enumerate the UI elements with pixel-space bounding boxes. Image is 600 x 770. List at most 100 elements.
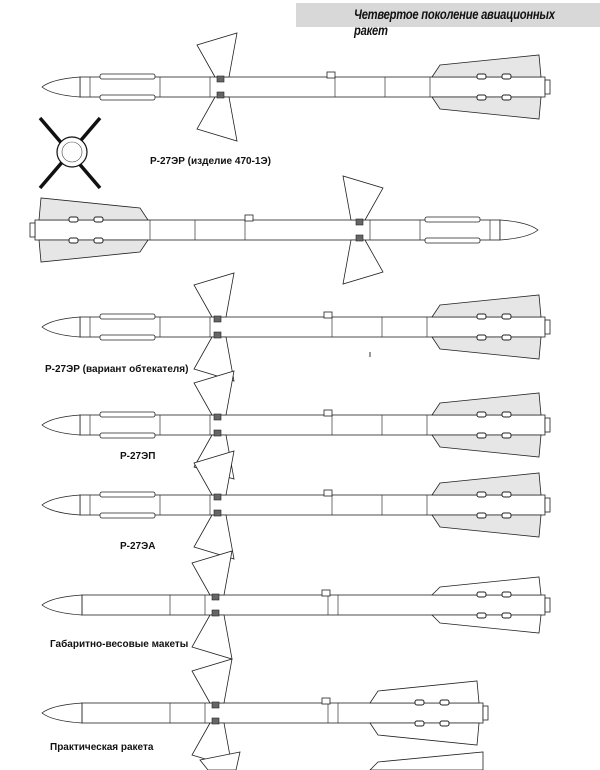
tail-fin-top (431, 576, 542, 596)
actuator (476, 411, 487, 418)
missile-body (79, 414, 546, 436)
wing-hinge (216, 75, 225, 83)
actuator (501, 411, 512, 418)
tail-fin-top (431, 472, 542, 496)
strake (99, 491, 156, 498)
missile-body (79, 494, 546, 516)
wing-bottom (193, 336, 235, 382)
actuator (476, 512, 487, 519)
caption-r27er: Р-27ЭР (изделие 470-1Э) (150, 156, 271, 167)
actuator (439, 699, 450, 706)
tail-fin-top (369, 680, 480, 704)
missile (41, 450, 551, 560)
nozzle (544, 597, 551, 613)
tail-fin-top (431, 54, 542, 78)
strake (99, 411, 156, 418)
missile-body (81, 594, 546, 616)
actuator (476, 591, 487, 598)
missile (41, 32, 551, 142)
wing-hinge (216, 91, 225, 99)
actuator (501, 73, 512, 80)
tail-fin-top (38, 197, 149, 221)
wing-hinge (213, 315, 222, 323)
missile (41, 370, 551, 480)
actuator (476, 94, 487, 101)
antenna (323, 311, 333, 319)
nozzle (544, 497, 551, 513)
wing-hinge (213, 429, 222, 437)
wing-hinge (213, 493, 222, 501)
wing-top (196, 32, 238, 78)
body-cross-section (56, 136, 88, 168)
actuator (476, 313, 487, 320)
nozzle (29, 222, 36, 238)
actuator (501, 313, 512, 320)
caption-mockups: Габаритно-весовые макеты (50, 639, 189, 650)
nozzle (544, 319, 551, 335)
wing-top (191, 658, 233, 704)
tail-fin-top (431, 294, 542, 318)
wing-hinge (211, 593, 220, 601)
wing-bottom (193, 514, 235, 560)
tail-fin-bottom (431, 434, 542, 458)
actuator (501, 94, 512, 101)
front-view (38, 116, 102, 190)
tail-fin-bottom (431, 96, 542, 120)
wing-hinge (355, 234, 364, 242)
wing-top (193, 450, 235, 496)
missile-nose (41, 702, 83, 724)
actuator (414, 699, 425, 706)
actuator (68, 237, 79, 244)
missile-body (79, 76, 546, 98)
actuator (501, 512, 512, 519)
wing-hinge (211, 609, 220, 617)
tail-fin-bottom (38, 239, 149, 263)
strake (99, 94, 156, 101)
actuator (476, 491, 487, 498)
missile (29, 175, 539, 285)
wing-bottom (196, 96, 238, 142)
actuator (68, 216, 79, 223)
actuator (476, 73, 487, 80)
caption-r27er-fairing: Р-27ЭР (вариант обтекателя) (45, 364, 189, 375)
caption-r27ea: Р-27ЭА (120, 541, 156, 552)
body-inner-ring (61, 141, 83, 163)
header-title: Четвертое поколение авиационных ракет (354, 6, 555, 38)
strake (99, 432, 156, 439)
tail-fin-bottom (431, 336, 542, 360)
nozzle (482, 705, 489, 721)
strake (99, 334, 156, 341)
nozzle (544, 79, 551, 95)
strake (424, 216, 481, 223)
actuator (93, 216, 104, 223)
wing-hinge (213, 331, 222, 339)
antenna (321, 697, 331, 705)
wing-top (342, 175, 384, 221)
actuator (501, 491, 512, 498)
missile-nose (41, 414, 81, 436)
strake (99, 512, 156, 519)
tail-fin-bottom (431, 614, 542, 634)
missile (41, 658, 489, 768)
wing-bottom (191, 614, 233, 660)
wing-hinge (355, 218, 364, 226)
missile-nose (41, 76, 81, 98)
missile-body (34, 219, 501, 241)
strake (99, 313, 156, 320)
actuator (501, 591, 512, 598)
wing-hinge (211, 701, 220, 709)
actuator (476, 334, 487, 341)
actuator (501, 612, 512, 619)
wing-partial (199, 751, 241, 770)
missile-nose (499, 219, 539, 241)
missile (41, 550, 551, 660)
caption-r27ep: Р-27ЭП (120, 451, 156, 462)
wing-top (193, 272, 235, 318)
antenna (321, 589, 331, 597)
actuator (414, 720, 425, 727)
caption-practice-missile: Практическая ракета (50, 742, 154, 753)
strake (99, 73, 156, 80)
antenna (326, 71, 336, 79)
tail-fin-bottom (369, 722, 480, 746)
